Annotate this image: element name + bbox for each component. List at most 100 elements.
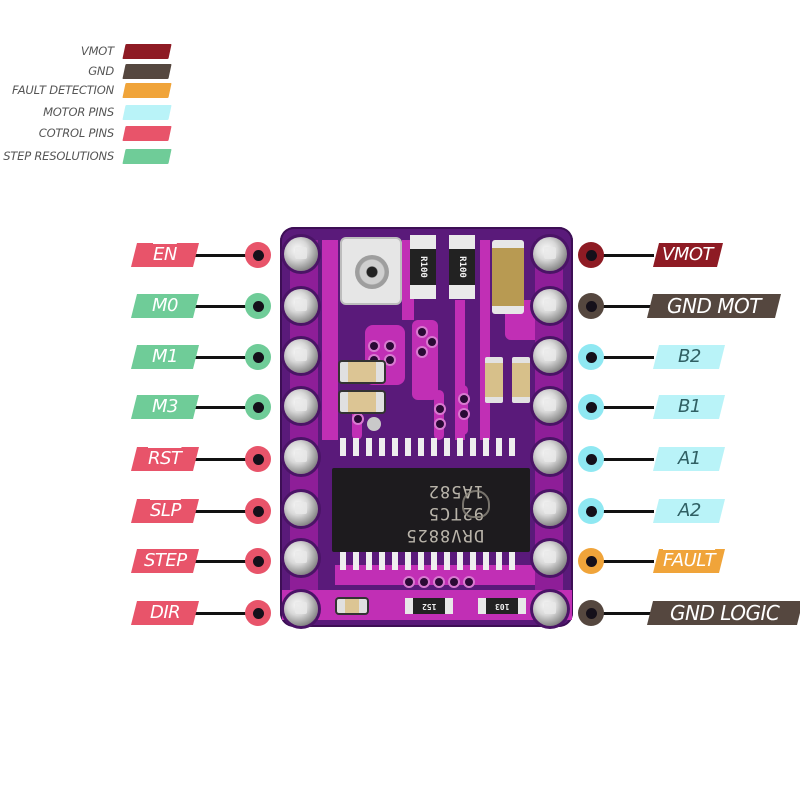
pin-name: B2 bbox=[677, 346, 701, 367]
pin-name: RST bbox=[148, 448, 182, 469]
pin-dot bbox=[578, 446, 604, 472]
legend-swatch-control bbox=[122, 125, 172, 141]
header-pin bbox=[284, 492, 318, 526]
pin-tag: SLP bbox=[131, 499, 199, 523]
header-pin bbox=[284, 440, 318, 474]
pin-dot bbox=[578, 394, 604, 420]
pin-label-b2: B2 bbox=[578, 343, 800, 371]
leader-line bbox=[598, 560, 654, 563]
header-pin bbox=[284, 237, 318, 271]
smd-capacitor bbox=[512, 357, 530, 403]
pin-label-m1: M1 bbox=[130, 343, 275, 371]
pin-label-m3: M3 bbox=[130, 393, 275, 421]
legend-label: GND bbox=[88, 64, 114, 78]
pin-tag: M3 bbox=[131, 395, 199, 419]
legend-swatch-gnd bbox=[122, 63, 172, 79]
legend-label: MOTOR PINS bbox=[43, 105, 114, 119]
pin-label-gnd-logic: GND LOGIC bbox=[578, 599, 800, 627]
pin-name: SLP bbox=[149, 500, 181, 521]
resistor-marking: R100 bbox=[418, 256, 428, 278]
header-pin bbox=[533, 541, 567, 575]
pin-label-en: EN bbox=[130, 241, 275, 269]
resistor-103: 103 bbox=[478, 598, 526, 614]
header-pin bbox=[284, 289, 318, 323]
pin-tag: B1 bbox=[653, 395, 725, 419]
pin-tag: GND LOGIC bbox=[647, 601, 800, 625]
pin-name: FAULT bbox=[662, 550, 716, 571]
pin-dot bbox=[245, 242, 271, 268]
leader-line bbox=[598, 510, 654, 513]
pin-tag: M0 bbox=[131, 294, 199, 318]
pin-tag: FAULT bbox=[653, 549, 725, 573]
pin-label-m0: M0 bbox=[130, 292, 275, 320]
legend-item-vmot: VMOT bbox=[0, 42, 180, 60]
pin-name: B1 bbox=[677, 396, 701, 417]
pin-label-b1: B1 bbox=[578, 393, 800, 421]
resistor-152: 152 bbox=[405, 598, 453, 614]
header-pin bbox=[533, 440, 567, 474]
pin-name: M0 bbox=[152, 295, 178, 316]
resistor-marking: 103 bbox=[494, 601, 510, 611]
resistor-marking: 152 bbox=[421, 601, 437, 611]
pin-tag: GND MOT bbox=[647, 294, 781, 318]
pin-name: M1 bbox=[152, 346, 178, 367]
pin-name: VMOT bbox=[662, 244, 714, 265]
smd-capacitor bbox=[485, 357, 503, 403]
pin-name: M3 bbox=[152, 396, 178, 417]
legend-label: STEP RESOLUTIONS bbox=[3, 149, 114, 163]
pin-name: A1 bbox=[677, 448, 701, 469]
leader-line bbox=[598, 612, 654, 615]
leader-line bbox=[194, 305, 248, 308]
header-pin bbox=[284, 541, 318, 575]
pin-name: DIR bbox=[149, 602, 181, 623]
bulk-capacitor bbox=[492, 240, 524, 314]
legend-item-gnd: GND bbox=[0, 62, 180, 80]
pin-dot bbox=[245, 498, 271, 524]
pin-dot bbox=[245, 293, 271, 319]
leader-line bbox=[598, 305, 654, 308]
drv8825-chip: DRV8825 92TC5 1A582 bbox=[332, 468, 530, 552]
header-pin bbox=[284, 389, 318, 423]
leader-line bbox=[194, 254, 248, 257]
pin-label-a2: A2 bbox=[578, 497, 800, 525]
ti-logo-icon bbox=[462, 490, 490, 518]
header-pin bbox=[284, 592, 318, 626]
pin-name: EN bbox=[153, 244, 177, 265]
leader-line bbox=[598, 356, 654, 359]
legend-item-control-pins: COTROL PINS bbox=[0, 124, 180, 142]
leader-line bbox=[194, 612, 248, 615]
pin-tag: A1 bbox=[653, 447, 725, 471]
legend-swatch-fault bbox=[122, 82, 172, 98]
header-pin bbox=[533, 492, 567, 526]
sense-resistor-1: R100 bbox=[410, 235, 436, 299]
leader-line bbox=[194, 356, 248, 359]
pin-tag: B2 bbox=[653, 345, 725, 369]
legend-label: COTROL PINS bbox=[38, 126, 114, 140]
sense-resistor-2: R100 bbox=[449, 235, 475, 299]
pin-name: GND LOGIC bbox=[670, 601, 780, 625]
pin-dot bbox=[578, 344, 604, 370]
leader-line bbox=[598, 406, 654, 409]
legend-swatch-vmot bbox=[122, 43, 172, 59]
leader-line bbox=[194, 458, 248, 461]
pin-label-vmot: VMOT bbox=[578, 241, 800, 269]
pin-tag: STEP bbox=[131, 549, 199, 573]
header-pin bbox=[533, 237, 567, 271]
legend-label: FAULT DETECTION bbox=[11, 83, 114, 97]
header-pin bbox=[284, 339, 318, 373]
pin-tag: VMOT bbox=[653, 243, 723, 267]
pin-dot bbox=[245, 394, 271, 420]
header-pin bbox=[533, 592, 567, 626]
legend-label: VMOT bbox=[80, 44, 114, 58]
leader-line bbox=[194, 510, 248, 513]
resistor-marking: R100 bbox=[457, 256, 467, 278]
pin-label-slp: SLP bbox=[130, 497, 275, 525]
chip-marking-line: DRV8825 bbox=[405, 525, 484, 545]
legend-item-fault-detection: FAULT DETECTION bbox=[0, 81, 180, 99]
pin-dot bbox=[578, 498, 604, 524]
pin-tag: RST bbox=[131, 447, 199, 471]
header-pin bbox=[533, 339, 567, 373]
leader-line bbox=[598, 458, 654, 461]
pin-label-dir: DIR bbox=[130, 599, 275, 627]
pin-name: A2 bbox=[677, 500, 701, 521]
